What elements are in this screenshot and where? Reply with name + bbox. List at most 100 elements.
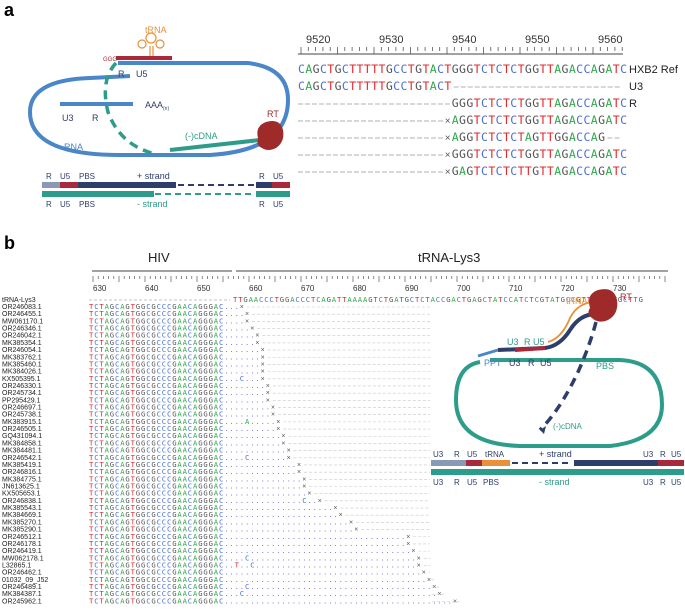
bar-b-top-u3: U3: [433, 450, 444, 459]
alignment-b-hiv-seq: TCTAGCAGTGGCGCCCGAACAGGGAC: [89, 359, 223, 368]
alignment-b-ext-seq: ....C...................................: [224, 582, 431, 591]
alignment-b-ext-seq: .........: [224, 403, 270, 412]
r-top-label: R: [118, 69, 125, 79]
alignment-b-row-label: OR246505.1: [2, 426, 42, 433]
alignment-b-ext-seq: .......: [224, 367, 260, 376]
alignment-b-ext-seq: ...............: [224, 482, 301, 491]
alignment-b-row-label: MK385460.1: [2, 361, 42, 368]
ruler-b-label: 680: [353, 284, 367, 293]
clip-marker: ×: [302, 476, 306, 483]
alignment-b-ext-seq: ....C.......: [224, 453, 286, 462]
alignment-b-row-label: OR246054.1: [2, 347, 42, 354]
alignment-a-seq: AGGTCTCTCTAGTTGGACCAG: [452, 130, 605, 144]
alignment-b-hiv-seq: TCTAGCAGTGGCGCCCGAACAGGGAC: [89, 589, 223, 598]
alignment-b-hiv-seq: TCTAGCAGTGGCGCCCGAACAGGGAC: [89, 532, 223, 541]
alignment-b-row-label: JN613625.1: [2, 484, 40, 491]
alignment-b-row-label: KX505653.1: [2, 491, 41, 498]
alignment-b-row-label: PP295429.1: [2, 397, 41, 404]
alignment-b-ref-seq: TTGAACCCTGGACCCTCAGATTAAAAGTCTGATGCTCTAC…: [233, 295, 643, 304]
panel-a-schematic: tRNA GGG RT R U5 AAA(n) U3 R RNA (-)cDNA: [27, 25, 291, 209]
alignment-b-ext-seq: ...C....................................…: [224, 589, 436, 598]
alignment-b-row-label: OR246697.1: [2, 405, 42, 412]
alignment-b-row-label: OR246083.1: [2, 304, 42, 311]
alignment-b-hiv-seq: TCTAGCAGTGGCGCCCGAACAGGGAC: [89, 553, 223, 562]
alignment-b-hiv-seq: TCTAGCAGTGGCGCCCGAACAGGGAC: [89, 309, 223, 318]
alignment-b-ext-seq: ...........: [224, 431, 280, 440]
ruler-b-label: 670: [301, 284, 315, 293]
clip-marker: ×: [261, 376, 265, 383]
alignment-b-ext-seq: ..............: [224, 467, 296, 476]
alignment-b-ext-seq: ...............C..: [224, 496, 317, 505]
alignment-b-ext-seq: ....C................................: [224, 553, 416, 562]
alignment-b-hiv-seq: TCTAGCAGTGGCGCCCGAACAGGGAC: [89, 352, 223, 361]
alignment-b-ext-seq: ................: [224, 489, 306, 498]
clip-marker: ×: [432, 584, 436, 591]
alignment-b-ext-seq: ...C...: [224, 374, 260, 383]
panel-a-strand-bars: [42, 182, 290, 197]
alignment-b-ext-seq: .........: [224, 410, 270, 419]
clip-marker: ×: [287, 448, 291, 455]
alignment-b-hiv-seq: TCTAGCAGTGGCGCCCGAACAGGGAC: [89, 453, 223, 462]
u3-r-u5-strand: [497, 312, 597, 352]
ggg-label: GGG: [103, 57, 117, 63]
u5b-label: U5: [540, 358, 552, 368]
alignment-b-hiv-seq: TCTAGCAGTGGCGCCCGAACAGGGAC: [89, 438, 223, 447]
bar-b-top-r: R: [454, 450, 460, 459]
bar-a-top-pbs: PBS: [79, 172, 95, 181]
alignment-b-ext-seq: ...............: [224, 474, 301, 483]
alignment-a-row-label: R: [629, 98, 637, 110]
panel-b-label: b: [4, 233, 15, 253]
clip-marker: ×: [245, 311, 249, 318]
region-trna-label: tRNA-Lys3: [418, 250, 480, 265]
bar-b-bottom-u3b: U3: [643, 478, 654, 487]
alignment-b-hiv-seq: TCTAGCAGTGGCGCCCGAACAGGGAC: [89, 560, 223, 569]
alignment-b-row-label: MK384858.1: [2, 440, 42, 447]
u5-top-label: U5: [136, 69, 148, 79]
alignment-b-row-label: OR245738.1: [2, 412, 42, 419]
ruler-b-label: 690: [405, 284, 419, 293]
clip-marker: ×: [406, 534, 410, 541]
ruler-b-label: 650: [197, 284, 211, 293]
u5-segment-red: [514, 346, 546, 352]
clip-marker: ×: [261, 369, 265, 376]
alignment-b-hiv-seq: TCTAGCAGTGGCGCCCGAACAGGGAC: [89, 431, 223, 440]
bar-b-bottom-r: R: [454, 478, 460, 487]
ppt-strand: [477, 348, 499, 358]
clip-marker: ×: [276, 426, 280, 433]
rb-label: R: [528, 358, 535, 368]
clip-marker: ×: [276, 419, 280, 426]
alignment-a-row-label: U3: [629, 81, 643, 93]
alignment-b-row-label: OR245962.1: [2, 598, 42, 605]
trna-cloverleaf-icon: [137, 32, 165, 57]
rt-enzyme-icon-b: [588, 289, 618, 322]
alignment-b-ext-seq: ........................................…: [224, 596, 452, 605]
clip-marker: ×: [302, 484, 306, 491]
alignment-b-row-label: OR246419.1: [2, 548, 42, 555]
ruler-a-label: 9540: [452, 34, 476, 46]
alignment-b-row-label: KX505395.1: [2, 376, 41, 383]
alignment-b-hiv-seq: TCTAGCAGTGGCGCCCGAACAGGGAC: [89, 446, 223, 455]
alignment-b-row-label: MK385543.1: [2, 505, 42, 512]
alignment-b-hiv-seq: TCTAGCAGTGGCGCCCGAACAGGGAC: [89, 582, 223, 591]
clip-marker: ×: [271, 405, 275, 412]
ruler-b-label: 730: [613, 284, 627, 293]
alignment-b-ext-seq: ...: [224, 302, 239, 311]
alignment-b-hiv-seq: TCTAGCAGTGGCGCCCGAACAGGGAC: [89, 302, 223, 311]
alignment-b-ext-seq: ......................: [224, 510, 338, 519]
bar-a-bottom-r: R: [46, 200, 52, 209]
bar-a-bottom-r2: R: [259, 200, 265, 209]
alignment-b-hiv-seq: TCTAGCAGTGGCGCCCGAACAGGGAC: [89, 374, 223, 383]
rna-loop: [27, 61, 291, 157]
clip-marker: ×: [339, 512, 343, 519]
alignment-a-seq: GGGTCTCTCTGGTTAGACCAGATC: [452, 147, 627, 161]
alignment-b-hiv-seq: TCTAGCAGTGGCGCCCGAACAGGGAC: [89, 410, 223, 419]
alignment-a-seq: AGGTCTCTCTGGTTAGACCAGATC: [452, 113, 627, 127]
bar-a-top-strand: + strand: [137, 171, 170, 181]
alignment-b-hiv-seq: TCTAGCAGTGGCGCCCGAACAGGGAC: [89, 403, 223, 412]
bar-a-top-r2: R: [259, 172, 265, 181]
alignment-b-row-label: MK384775.1: [2, 476, 42, 483]
clip-marker: ×: [261, 354, 265, 361]
alignment-a-rows: CAGCTGCTTTTTGCCTGTACTGGGTCTCTCTGGTTAGACC…: [298, 62, 679, 178]
